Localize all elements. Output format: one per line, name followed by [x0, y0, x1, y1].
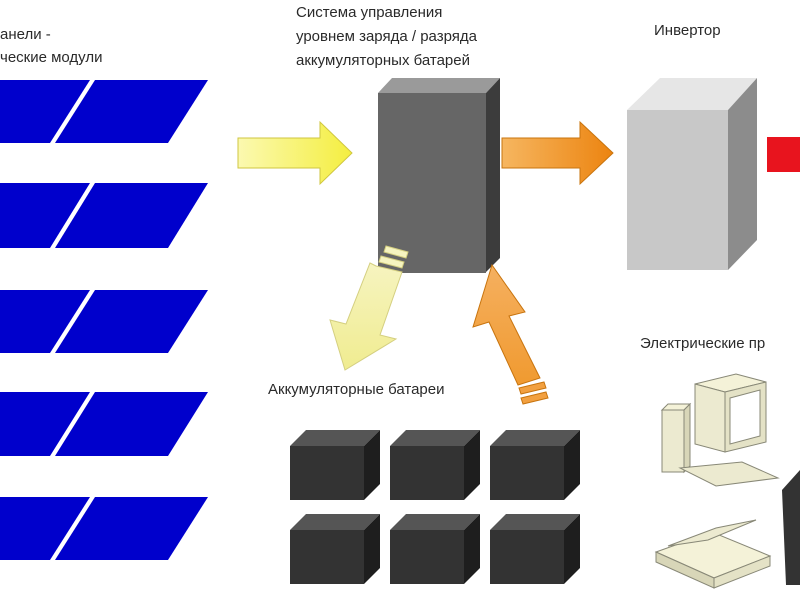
solar-panel-icon [0, 183, 208, 248]
arrow-inverter-to-consumers [767, 137, 800, 172]
computer-icon [660, 373, 780, 487]
solar-panel-icon [0, 497, 208, 560]
arrow-batteries-to-controller [472, 263, 549, 405]
controller-label-line2: уровнем заряда / разряда [296, 28, 477, 45]
charge-controller-box [378, 78, 500, 273]
battery-cube-icon [290, 514, 380, 584]
panels-label-line1: анели - [0, 26, 51, 43]
consumers-label: Электрические пр [640, 335, 766, 352]
solar-panel-icon [0, 80, 208, 143]
device-icon [782, 470, 800, 585]
battery-cube-icon [290, 430, 380, 500]
arrow-controller-to-batteries [329, 245, 409, 371]
inverter-label: Инвертор [654, 22, 721, 39]
arrow-controller-to-inverter [501, 120, 614, 186]
battery-cube-icon [390, 430, 480, 500]
battery-cube-icon [390, 514, 480, 584]
battery-cube-icon [490, 514, 580, 584]
solar-panels [0, 80, 208, 560]
battery-cube-icon [490, 430, 580, 500]
solar-panel-icon [0, 392, 208, 456]
scanner-icon [654, 519, 772, 589]
batteries-group [290, 430, 580, 584]
arrow-panels-to-controller [237, 120, 353, 186]
controller-label-line1: Система управления [296, 4, 443, 21]
controller-label-line3: аккумуляторных батарей [296, 52, 470, 69]
solar-panel-icon [0, 290, 208, 353]
batteries-label: Аккумуляторные батареи [268, 381, 445, 398]
inverter-box [627, 78, 757, 270]
panels-label-line2: ческие модули [0, 49, 103, 66]
